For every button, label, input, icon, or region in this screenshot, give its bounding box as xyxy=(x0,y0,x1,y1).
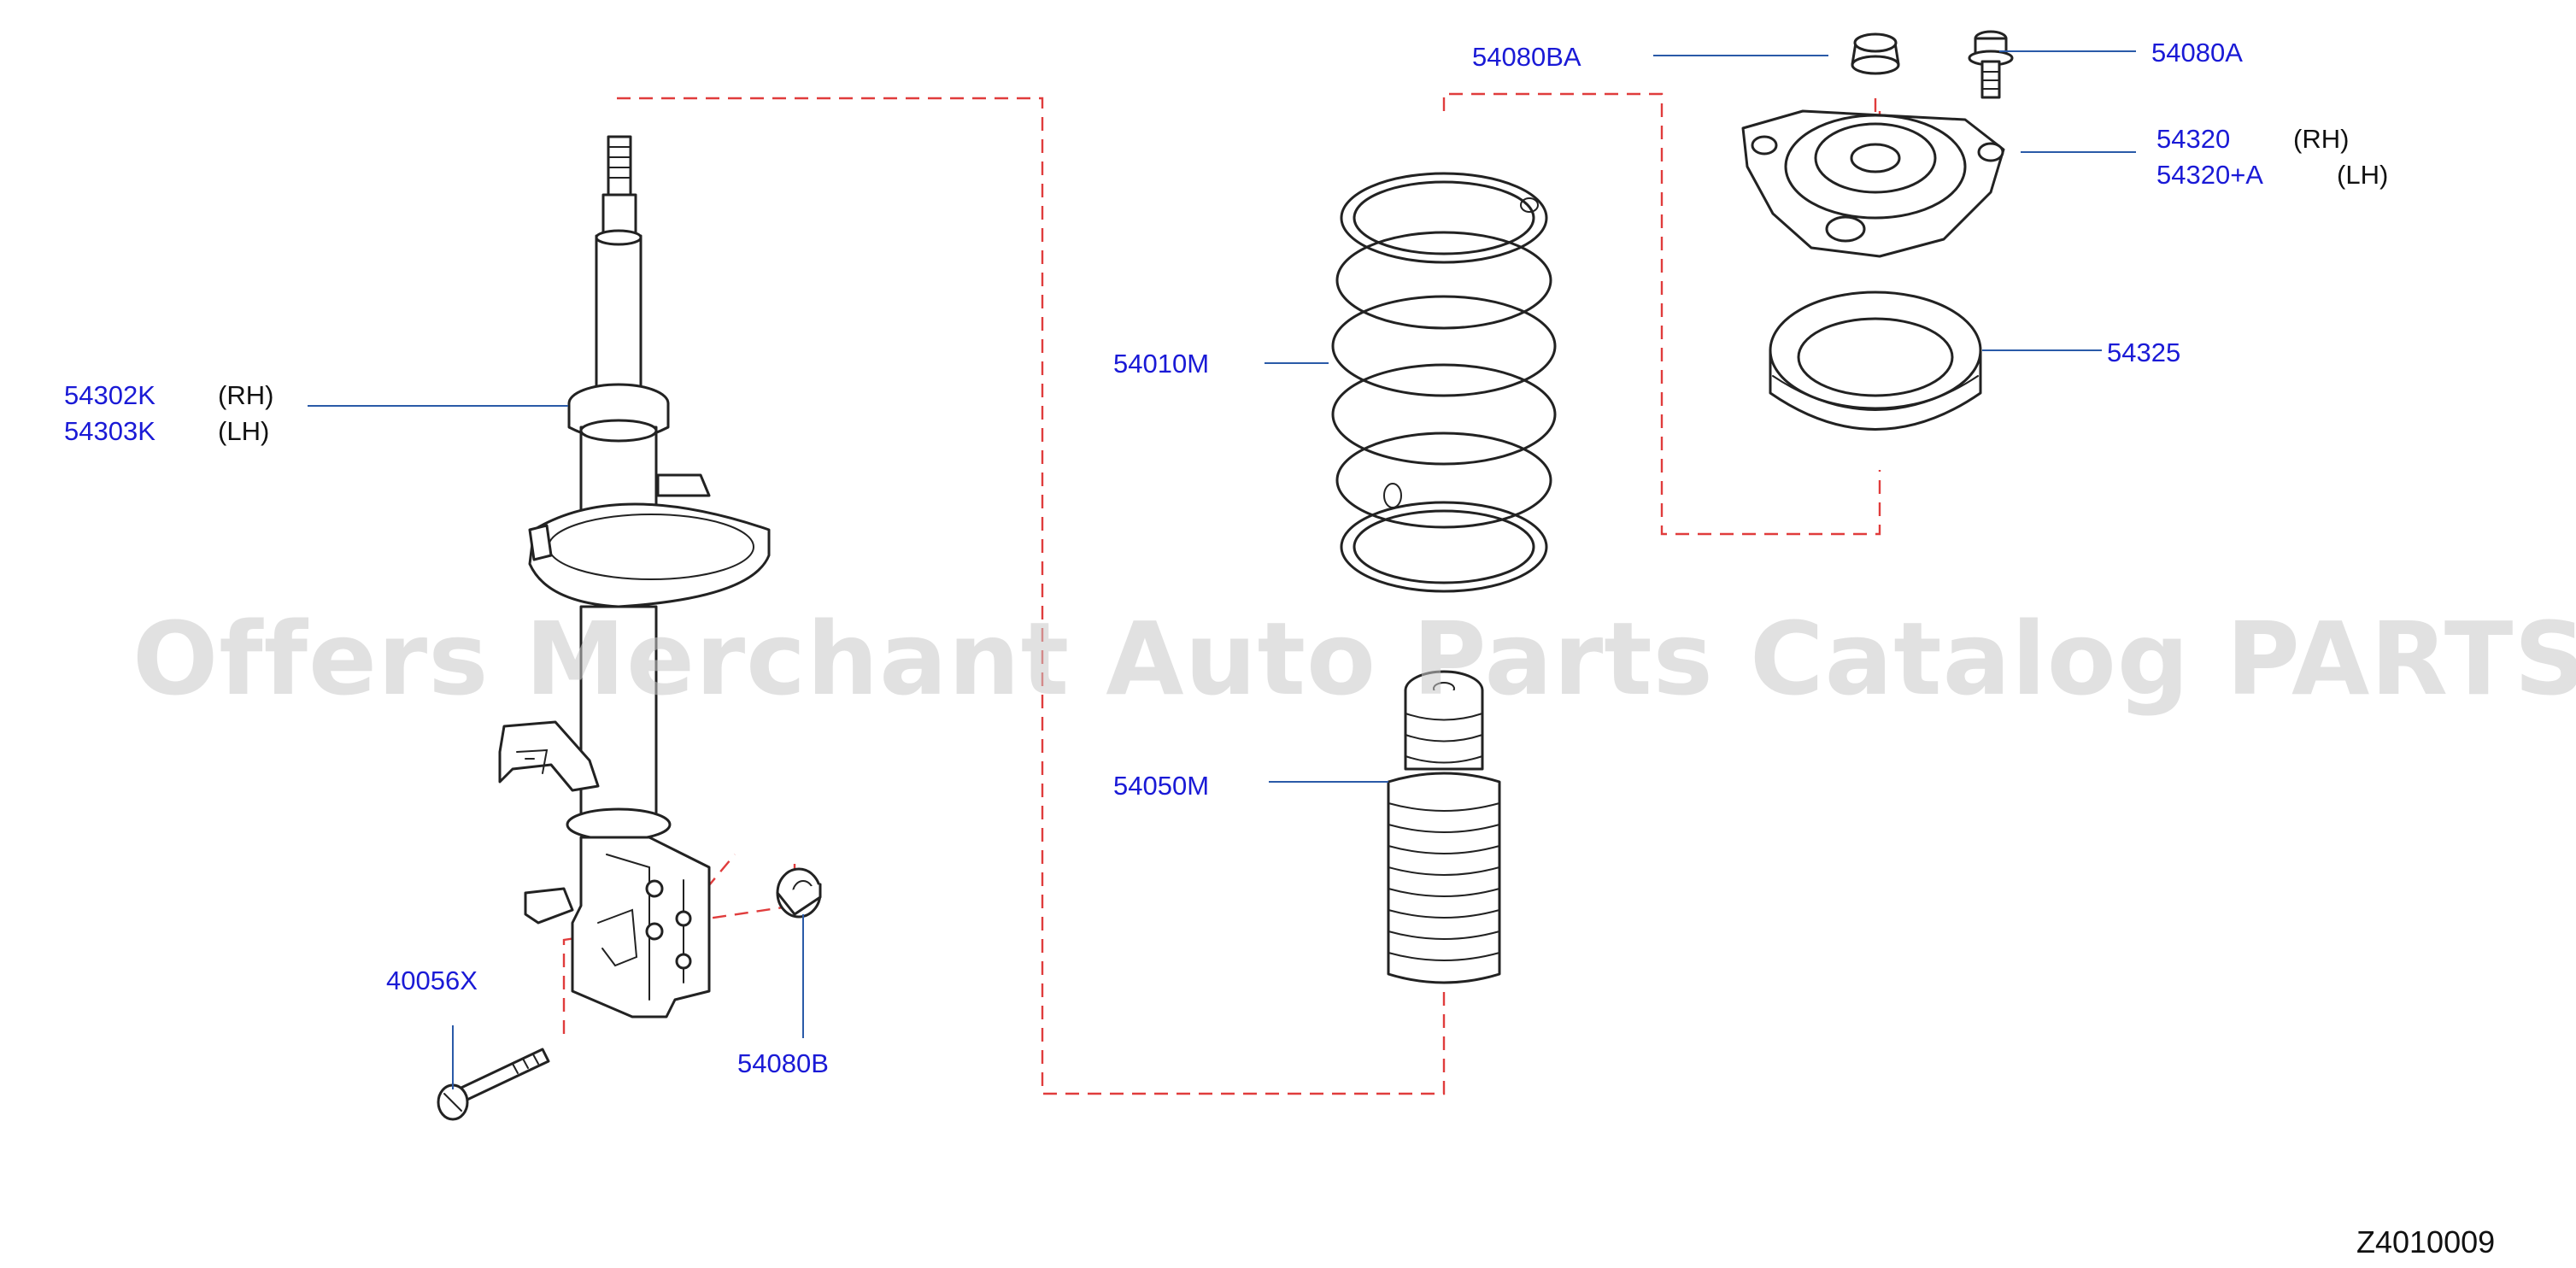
callout-mount-rh-side: (RH) xyxy=(2293,124,2349,154)
callout-strut-lh[interactable]: 54303K xyxy=(64,416,155,446)
nut-54080b-drawing xyxy=(776,867,822,919)
callout-strut-rh-side: (RH) xyxy=(218,380,273,410)
callout-bolt-54080a[interactable]: 54080A xyxy=(2151,38,2243,68)
nut-54080ba-drawing xyxy=(1851,32,1900,75)
strut-mount-drawing xyxy=(1741,109,2005,258)
diagram-code: Z4010009 xyxy=(2356,1224,2495,1259)
bearing-drawing xyxy=(1769,291,1982,431)
callout-nut-54080ba[interactable]: 54080BA xyxy=(1472,42,1581,72)
dashed-links xyxy=(562,92,1881,1095)
watermark: Offers Merchant Auto Parts Catalog PARTS… xyxy=(132,600,2576,718)
callout-strut-rh[interactable]: 54302K xyxy=(64,380,155,410)
leader-lines xyxy=(308,50,2136,1089)
strut-assembly-drawing xyxy=(498,135,771,1019)
callout-spring-54010m[interactable]: 54010M xyxy=(1113,349,1209,379)
callout-mount-rh[interactable]: 54320 xyxy=(2156,124,2230,154)
callout-bolt-40056x[interactable]: 40056X xyxy=(386,966,478,995)
callout-labels: 54302K (RH) 54303K (LH) 40056X 54080B 54… xyxy=(64,38,2388,1078)
callout-bearing-54325[interactable]: 54325 xyxy=(2107,338,2180,367)
callout-bumper-54050m[interactable]: 54050M xyxy=(1113,771,1209,801)
callout-mount-lh-side: (LH) xyxy=(2337,160,2388,190)
callout-mount-lh[interactable]: 54320+A xyxy=(2156,160,2263,190)
bolt-54080a-drawing xyxy=(1968,30,2014,99)
callout-strut-lh-side: (LH) xyxy=(218,416,269,446)
coil-spring-drawing xyxy=(1331,172,1557,593)
bolt-40056x-drawing xyxy=(437,1048,550,1121)
callout-nut-54080b[interactable]: 54080B xyxy=(737,1048,829,1078)
bound-bumper-drawing xyxy=(1387,670,1501,984)
